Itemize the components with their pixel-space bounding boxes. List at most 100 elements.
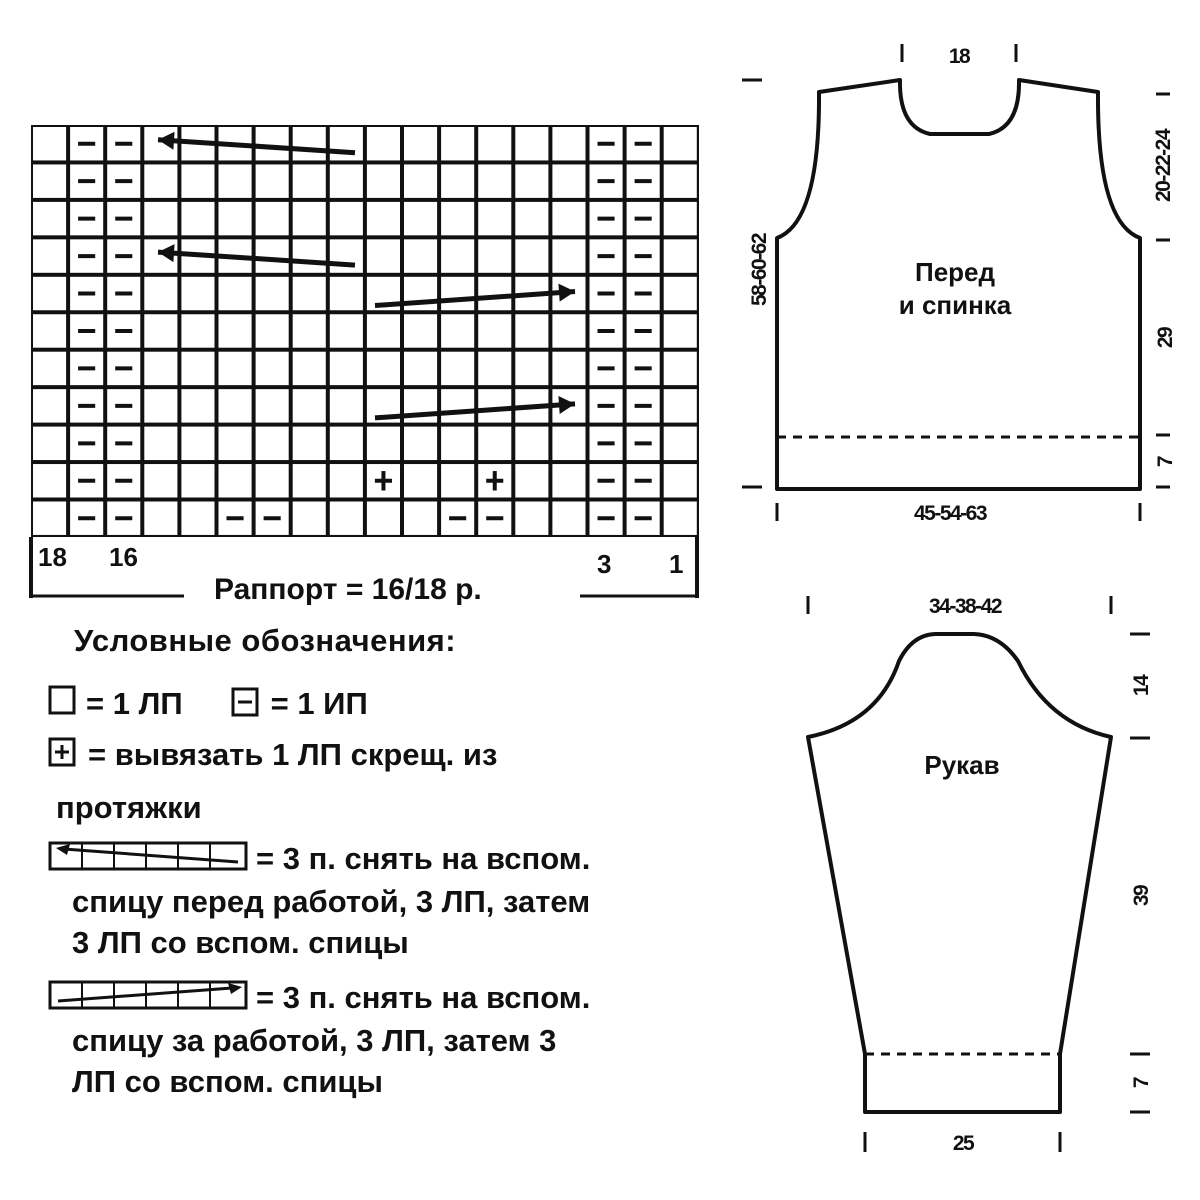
purl-cell bbox=[589, 389, 623, 423]
knit-cell bbox=[441, 127, 475, 161]
knit-cell bbox=[441, 164, 475, 198]
knit-cell bbox=[255, 127, 289, 161]
chart-frame bbox=[31, 125, 699, 537]
knit-cell bbox=[33, 276, 67, 311]
knit-cell bbox=[329, 201, 363, 236]
knit-cell bbox=[144, 501, 178, 535]
stitch-chart: 18 16 3 1 Раппорт = 16/18 р. bbox=[29, 125, 699, 606]
knit-cell bbox=[663, 239, 697, 273]
knit-cell bbox=[33, 351, 67, 386]
dim-sleeve-length: 39 bbox=[1130, 885, 1153, 906]
cable-left-symbol-icon bbox=[48, 841, 248, 871]
knit-cell bbox=[663, 389, 697, 423]
knit-cell bbox=[552, 314, 586, 348]
legend-row-cable-right: = 3 п. снять на вспом. bbox=[48, 977, 728, 1018]
crossed-knit-cell bbox=[478, 464, 512, 498]
dim-front-rib: 7 bbox=[1154, 456, 1177, 467]
purl-cell bbox=[626, 164, 660, 198]
knit-cell bbox=[552, 127, 586, 161]
knit-cell bbox=[218, 351, 252, 386]
knit-cell bbox=[441, 201, 475, 236]
purl-cell bbox=[478, 501, 512, 535]
sleeve-outline bbox=[806, 632, 1113, 1114]
purl-cell bbox=[589, 351, 623, 386]
knit-cell bbox=[552, 164, 586, 198]
front-outline bbox=[775, 78, 1142, 491]
knit-cell bbox=[181, 164, 215, 198]
col-label-1: 1 bbox=[669, 549, 683, 579]
knit-cell bbox=[329, 389, 363, 423]
knit-cell bbox=[552, 501, 586, 535]
dim-body-height: 29 bbox=[1154, 327, 1177, 348]
knit-cell bbox=[255, 351, 289, 386]
knit-cell bbox=[478, 201, 512, 236]
purl-cell bbox=[589, 164, 623, 198]
knit-cell bbox=[181, 426, 215, 461]
purl-cell bbox=[589, 426, 623, 461]
knit-cell bbox=[33, 389, 67, 423]
knit-cell bbox=[663, 501, 697, 535]
legend-row-plus: = вывязать 1 ЛП скрещ. из протяжки bbox=[48, 734, 728, 828]
legend-plus-line2: протяжки bbox=[56, 790, 202, 825]
knit-cell bbox=[478, 276, 512, 311]
purl-cell bbox=[107, 464, 141, 498]
legend-knit-text: = 1 ЛП bbox=[86, 686, 183, 721]
knit-cell bbox=[663, 201, 697, 236]
purl-cell bbox=[107, 239, 141, 273]
dim-sleeve-cap: 14 bbox=[1130, 674, 1153, 696]
dim-width: 45-54-63 bbox=[914, 502, 987, 525]
knit-cell bbox=[33, 239, 67, 273]
knit-cell bbox=[218, 276, 252, 311]
knit-cell bbox=[292, 314, 326, 348]
crossed-knit-cell bbox=[366, 464, 400, 498]
knit-cell bbox=[329, 426, 363, 461]
dim-neck: 18 bbox=[949, 45, 971, 68]
dim-total-height: 58-60-62 bbox=[748, 233, 771, 306]
purl-cell bbox=[70, 501, 104, 535]
knit-cell bbox=[144, 314, 178, 348]
knit-cell bbox=[478, 239, 512, 273]
purl-stitch-symbol-icon bbox=[231, 687, 259, 717]
cable-arrows bbox=[157, 131, 576, 421]
purl-cell bbox=[626, 389, 660, 423]
knit-cell bbox=[663, 164, 697, 198]
purl-cell bbox=[626, 314, 660, 348]
legend-title: Условные обозначения: bbox=[74, 623, 457, 658]
purl-cell bbox=[589, 276, 623, 311]
legend-plus-line1: = вывязать 1 ЛП скрещ. из bbox=[88, 737, 498, 772]
legend-cable-left-text: = 3 п. снять на вспом. bbox=[256, 838, 590, 879]
knit-cell bbox=[255, 276, 289, 311]
purl-cell bbox=[589, 201, 623, 236]
knit-cell bbox=[218, 201, 252, 236]
knit-cell bbox=[404, 127, 438, 161]
purl-cell bbox=[107, 389, 141, 423]
knit-cell bbox=[478, 164, 512, 198]
knit-cell bbox=[292, 351, 326, 386]
cable-left-arrow bbox=[157, 244, 356, 268]
knit-cell bbox=[218, 164, 252, 198]
knit-cell bbox=[181, 389, 215, 423]
knit-cell bbox=[33, 314, 67, 348]
knit-cell bbox=[181, 464, 215, 498]
knit-cell bbox=[181, 276, 215, 311]
cable-left-arrow bbox=[157, 131, 356, 156]
knit-cell bbox=[144, 164, 178, 198]
knit-cell bbox=[292, 501, 326, 535]
knit-cell bbox=[366, 314, 400, 348]
knit-cell bbox=[663, 314, 697, 348]
knit-cell bbox=[366, 351, 400, 386]
legend-cable-right-line3: ЛП со вспом. спицы bbox=[72, 1064, 383, 1099]
knit-cell bbox=[144, 464, 178, 498]
knit-cell bbox=[255, 314, 289, 348]
knit-cell bbox=[255, 426, 289, 461]
knit-cell bbox=[255, 239, 289, 273]
knit-cell bbox=[366, 239, 400, 273]
purl-cell bbox=[70, 464, 104, 498]
purl-cell bbox=[107, 501, 141, 535]
purl-cell bbox=[107, 426, 141, 461]
sleeve-title: Рукав bbox=[924, 750, 999, 780]
knit-cell bbox=[181, 201, 215, 236]
purl-cell bbox=[70, 127, 104, 161]
knit-cell bbox=[292, 239, 326, 273]
